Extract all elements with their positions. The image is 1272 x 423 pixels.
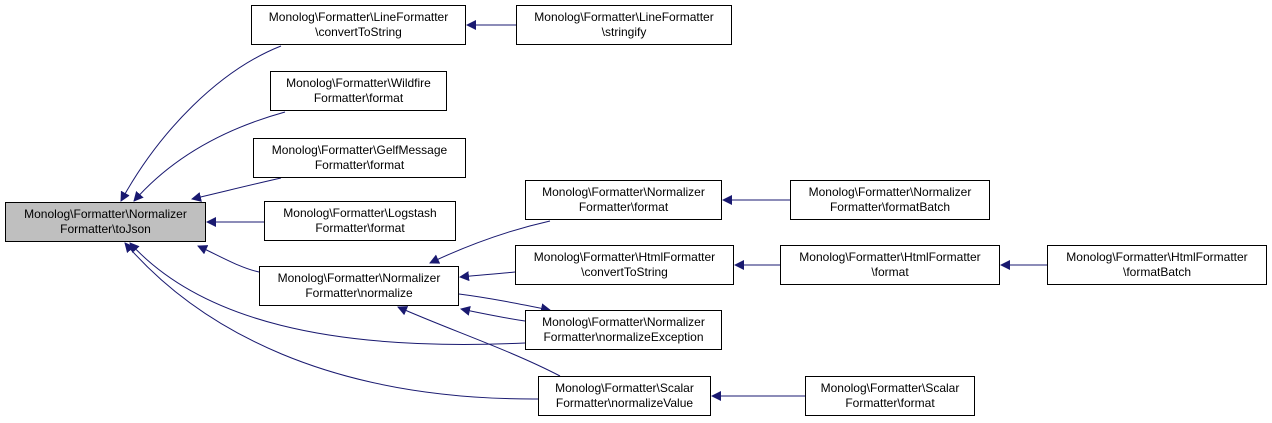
- node-label-line: Monolog\Formatter\HtmlFormatter: [1066, 250, 1248, 264]
- node-label-line: \formatBatch: [1122, 265, 1192, 279]
- edge-n6-to-n0: [197, 245, 260, 273]
- node-label-line: Monolog\Formatter\LineFormatter: [534, 10, 714, 24]
- node-line-formatter-converttostring[interactable]: Monolog\Formatter\LineFormatter \convert…: [251, 5, 466, 45]
- node-label-line: Monolog\Formatter\Scalar: [820, 381, 960, 395]
- node-label-line: \format: [871, 265, 909, 279]
- node-html-formatter-formatbatch[interactable]: Monolog\Formatter\HtmlFormatter \formatB…: [1047, 245, 1267, 285]
- edge-n13-to-n6: [397, 306, 561, 377]
- node-label-line: Monolog\Formatter\Normalizer: [542, 185, 705, 199]
- node-label-line: Monolog\Formatter\Normalizer: [542, 315, 705, 329]
- node-label-line: Monolog\Formatter\HtmlFormatter: [533, 250, 716, 264]
- node-normalizer-formatter-tojson: Monolog\Formatter\Normalizer Formatter\t…: [5, 202, 206, 242]
- node-label-line: Formatter\format: [315, 221, 405, 235]
- edge-n12-to-n0: [129, 242, 526, 345]
- node-label-line: Monolog\Formatter\Normalizer: [808, 185, 972, 199]
- node-label-line: Formatter\toJson: [60, 222, 151, 236]
- node-label-line: Monolog\Formatter\Normalizer: [24, 207, 187, 221]
- node-label-line: \convertToString: [581, 265, 668, 279]
- node-label-line: \stringify: [601, 25, 647, 39]
- node-label-line: Formatter\format: [578, 200, 669, 214]
- node-label-line: Formatter\normalizeException: [543, 330, 704, 344]
- node-normalizer-formatter-formatbatch[interactable]: Monolog\Formatter\Normalizer Formatter\f…: [790, 180, 990, 220]
- node-line-formatter-stringify[interactable]: Monolog\Formatter\LineFormatter \stringi…: [516, 5, 732, 45]
- edge-n3-to-n0: [133, 111, 286, 202]
- node-label-line: Formatter\normalize: [305, 286, 413, 300]
- node-label-line: Formatter\format: [313, 91, 404, 105]
- node-label-line: Monolog\Formatter\Logstash: [283, 206, 437, 220]
- node-label-line: Formatter\format: [845, 396, 935, 410]
- edge-n1-to-n0: [120, 45, 282, 202]
- node-wildfire-formatter-format[interactable]: Monolog\Formatter\Wildfire Formatter\for…: [270, 71, 447, 111]
- node-logstash-formatter-format[interactable]: Monolog\Formatter\Logstash Formatter\for…: [264, 201, 456, 241]
- node-label-line: Formatter\normalizeValue: [555, 396, 694, 410]
- edge-n13-to-n0: [124, 242, 539, 400]
- node-label-line: Monolog\Formatter\HtmlFormatter: [799, 250, 981, 264]
- node-gelfmessage-formatter-format[interactable]: Monolog\Formatter\GelfMessage Formatter\…: [253, 138, 466, 178]
- node-normalizer-formatter-normalizeexception[interactable]: Monolog\Formatter\Normalizer Formatter\n…: [525, 310, 722, 350]
- node-normalizer-formatter-normalize[interactable]: Monolog\Formatter\Normalizer Formatter\n…: [259, 266, 459, 306]
- edge-n12-to-n6: [460, 305, 526, 322]
- node-label-line: Monolog\Formatter\GelfMessage: [271, 143, 448, 157]
- node-scalar-formatter-normalizevalue[interactable]: Monolog\Formatter\Scalar Formatter\norma…: [538, 376, 711, 416]
- node-label-line: Monolog\Formatter\Wildfire: [286, 76, 431, 90]
- node-label-line: Monolog\Formatter\LineFormatter: [268, 10, 449, 24]
- node-label-line: Monolog\Formatter\Scalar: [555, 381, 694, 395]
- node-label-line: Formatter\formatBatch: [829, 200, 951, 214]
- node-html-formatter-format[interactable]: Monolog\Formatter\HtmlFormatter \format: [780, 245, 1000, 285]
- node-scalar-formatter-format[interactable]: Monolog\Formatter\Scalar Formatter\forma…: [805, 376, 975, 416]
- node-label-line: Monolog\Formatter\Normalizer: [277, 271, 441, 285]
- node-html-formatter-converttostring[interactable]: Monolog\Formatter\HtmlFormatter \convert…: [515, 245, 734, 285]
- node-normalizer-formatter-format[interactable]: Monolog\Formatter\Normalizer Formatter\f…: [525, 180, 722, 220]
- node-label-line: \convertToString: [315, 25, 402, 39]
- edge-n7-to-n6: [429, 220, 551, 264]
- node-label-line: Formatter\format: [314, 158, 405, 172]
- edge-n4-to-n0: [191, 177, 282, 202]
- edge-n9-to-n6: [459, 271, 516, 282]
- edge-n6-to-n12: [458, 293, 551, 314]
